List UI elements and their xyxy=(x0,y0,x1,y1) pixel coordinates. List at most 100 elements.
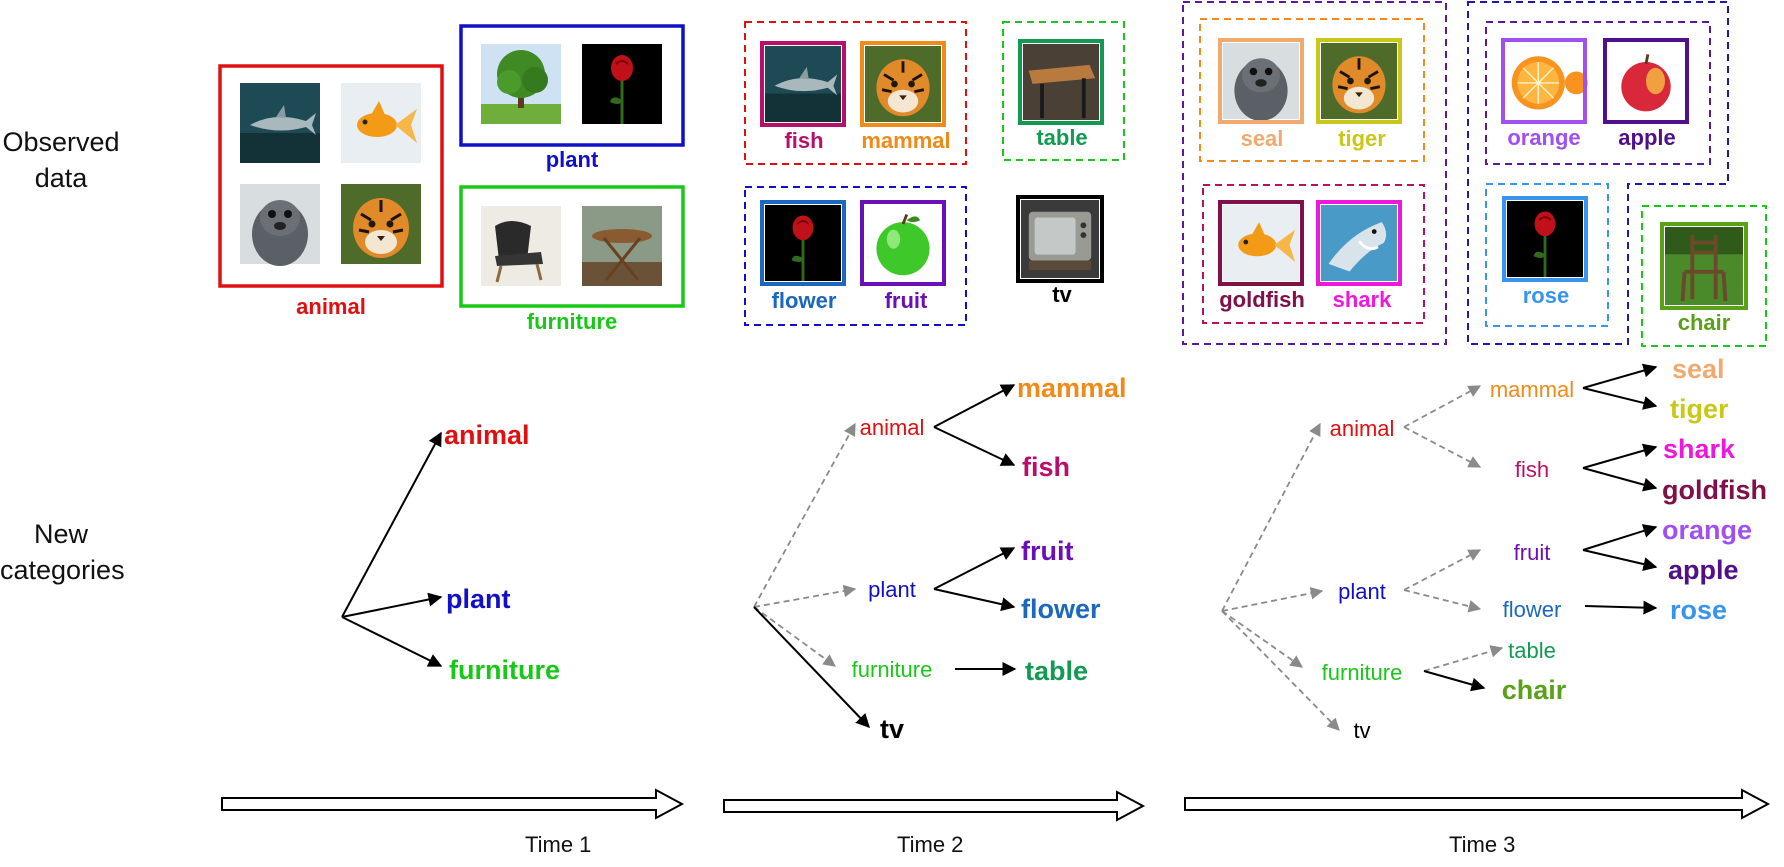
tree3-animal-mammal xyxy=(1403,385,1482,428)
group-box-animal-t2 xyxy=(744,21,967,165)
tree3-flower-rose xyxy=(1584,600,1658,615)
group-label-plant: plant xyxy=(546,147,599,172)
tree3-orange: orange xyxy=(1662,515,1752,545)
group-label-fish: fish xyxy=(784,128,823,153)
goldfish-photo xyxy=(1223,205,1299,281)
tree3-furniture: furniture xyxy=(1322,660,1403,685)
tree3-tiger: tiger xyxy=(1670,394,1729,424)
tree3-fruit-orange xyxy=(1582,524,1658,551)
armchair-photo xyxy=(481,206,561,286)
tree3-fish-goldfish xyxy=(1582,467,1658,492)
tree3-tv: tv xyxy=(1353,718,1370,743)
tree2-root-arrow-1 xyxy=(753,584,857,608)
tiger-photo xyxy=(865,46,941,122)
tree3-mammal: mammal xyxy=(1490,377,1574,402)
tree3-seal: seal xyxy=(1672,354,1725,384)
tree3-plant: plant xyxy=(1338,579,1386,604)
layer-arrows xyxy=(221,363,1771,822)
group-box-fish-t3 xyxy=(1202,184,1425,324)
tree2-animal: animal xyxy=(860,415,925,440)
tree3-root-arrow-3 xyxy=(1221,610,1340,731)
layer-boxes xyxy=(218,1,1767,347)
frame-apple xyxy=(1603,38,1689,124)
group-box-flower-t3 xyxy=(1485,183,1609,327)
frame-flower xyxy=(760,200,846,286)
tree2-root-arrow-3 xyxy=(753,606,870,729)
tree2-table: table xyxy=(1025,656,1088,686)
tree3-fish-shark xyxy=(1582,443,1658,469)
orange-photo xyxy=(1506,43,1588,119)
tree3-furniture-chair xyxy=(1423,670,1486,692)
tree3-furniture-table xyxy=(1423,645,1504,672)
tree-photo xyxy=(481,44,561,124)
tree1-plant: plant xyxy=(446,584,511,614)
frame-seal xyxy=(1218,38,1304,124)
timeline-arrow-2 xyxy=(723,790,1146,822)
tree3-plant-flower xyxy=(1403,589,1482,613)
group-label-apple: apple xyxy=(1618,125,1675,150)
layer-images xyxy=(240,38,1748,310)
frame-table xyxy=(1018,39,1104,125)
group-label-goldfish: goldfish xyxy=(1219,287,1305,312)
green-apple-photo xyxy=(865,205,941,281)
group-box-furniture-t3 xyxy=(1641,205,1767,347)
group-box-animal xyxy=(218,64,444,288)
tree2-tv: tv xyxy=(880,714,904,744)
group-label-tv: tv xyxy=(1052,282,1072,307)
timeline-arrow-1 xyxy=(221,788,685,820)
rose-photo xyxy=(765,205,841,282)
tree2-root-arrow-0 xyxy=(753,422,856,608)
tree3-mammal-tiger xyxy=(1582,387,1658,410)
shark-photo xyxy=(240,83,320,163)
tree3-apple: apple xyxy=(1668,555,1739,585)
tree2-animal-mammal xyxy=(933,384,1016,428)
group-box-fruit-t3 xyxy=(1485,21,1711,165)
group-box-furniture xyxy=(459,185,685,308)
frame-orange xyxy=(1501,38,1587,124)
row-label-observed: Observed data xyxy=(2,127,120,193)
tv-photo xyxy=(1021,200,1099,278)
group-label-shark: shark xyxy=(1333,287,1392,312)
seal-photo xyxy=(240,184,320,266)
tiger-photo xyxy=(341,184,421,264)
tree2-plant: plant xyxy=(868,577,916,602)
tree3-table: table xyxy=(1508,638,1556,663)
frame-tv xyxy=(1016,195,1104,283)
tree3-shark: shark xyxy=(1663,434,1736,464)
time-label-2: Time 2 xyxy=(897,832,964,857)
tree3-goldfish: goldfish xyxy=(1662,475,1767,505)
group-label-fruit: fruit xyxy=(885,288,928,313)
cafe-table-photo xyxy=(1023,44,1099,120)
tree2-root-arrow-2 xyxy=(753,606,837,667)
tree3-fruit-apple xyxy=(1582,549,1658,571)
tree1-arrow-0 xyxy=(341,431,442,618)
tree1-arrow-1 xyxy=(341,592,443,618)
group-label-furniture: furniture xyxy=(527,309,617,334)
group-box-plant-t2 xyxy=(744,186,967,326)
tree2-animal-fish xyxy=(933,426,1016,466)
underwater-shark-photo xyxy=(1321,205,1397,281)
tree3-flower: flower xyxy=(1503,597,1562,622)
tree3-fish: fish xyxy=(1515,457,1549,482)
group-box-plant xyxy=(459,24,685,147)
group-label-table: table xyxy=(1036,125,1087,150)
table-photo xyxy=(582,206,662,286)
time-label-1: Time 1 xyxy=(525,832,592,857)
group-label-seal: seal xyxy=(1241,126,1284,151)
frame-goldfish xyxy=(1218,200,1304,286)
red-apple-photo xyxy=(1608,43,1684,119)
layer-text: animal plant furniture fish mammal table flowe… xyxy=(296,125,1767,744)
group-label-rose: rose xyxy=(1523,283,1569,308)
tree2-fruit: fruit xyxy=(1021,536,1073,566)
group-label-animal: animal xyxy=(296,294,366,319)
tree3-animal: animal xyxy=(1330,416,1395,441)
frame-shark xyxy=(1316,200,1402,286)
frame-fruit xyxy=(860,200,946,286)
tree2-fish: fish xyxy=(1022,452,1070,482)
seal-photo xyxy=(1223,43,1299,121)
group-label-chair: chair xyxy=(1678,310,1731,335)
tree1-furniture: furniture xyxy=(449,655,560,685)
group-label-tiger: tiger xyxy=(1338,126,1386,151)
rose-photo xyxy=(1507,201,1583,278)
